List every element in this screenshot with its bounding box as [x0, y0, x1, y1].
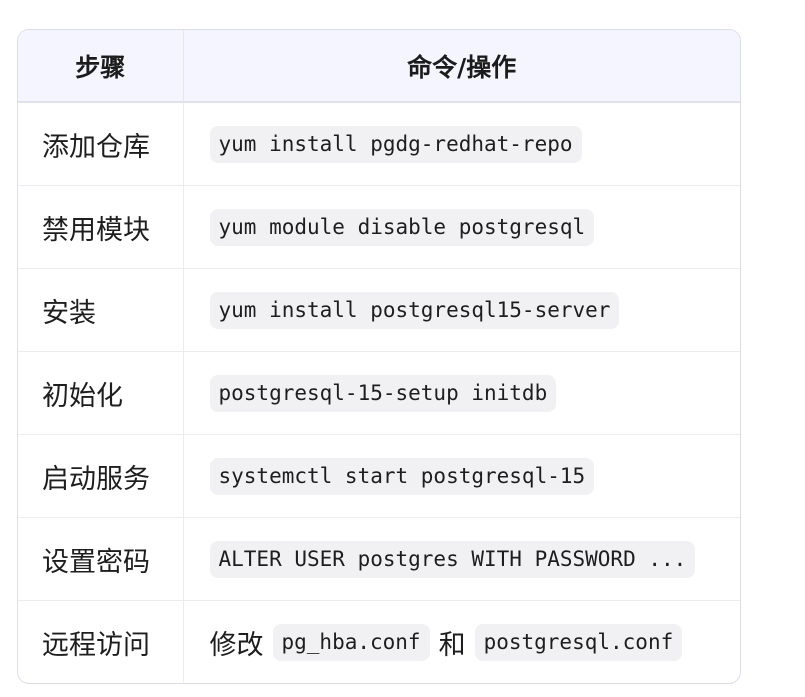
file-code-pg-hba: pg_hba.conf	[272, 623, 430, 661]
command-code: yum module disable postgresql	[209, 208, 595, 246]
table-row: 远程访问 修改 pg_hba.conf 和 postgresql.conf	[18, 600, 740, 683]
command-code: yum install postgresql15-server	[209, 291, 620, 329]
file-code-postgresql-conf: postgresql.conf	[474, 623, 683, 661]
table-row: 禁用模块 yum module disable postgresql	[18, 185, 740, 269]
table-row: 安装 yum install postgresql15-server	[18, 268, 740, 352]
step-cell: 禁用模块	[18, 185, 184, 269]
remote-access-instruction: 修改 pg_hba.conf 和 postgresql.conf	[210, 623, 683, 662]
table-row: 启动服务 systemctl start postgresql-15	[18, 434, 740, 518]
step-cell: 初始化	[18, 351, 184, 435]
command-code: postgresql-15-setup initdb	[209, 374, 557, 412]
step-cell: 启动服务	[18, 434, 184, 518]
steps-table-container: 步骤 命令/操作 添加仓库 yum install pgdg-redhat-re…	[17, 29, 741, 684]
step-cell: 设置密码	[18, 517, 184, 601]
command-cell: systemctl start postgresql-15	[183, 434, 740, 518]
command-cell: yum install pgdg-redhat-repo	[183, 102, 740, 186]
command-cell: 修改 pg_hba.conf 和 postgresql.conf	[183, 600, 740, 683]
step-cell: 安装	[18, 268, 184, 352]
header-command: 命令/操作	[183, 30, 740, 103]
command-code: ALTER USER postgres WITH PASSWORD ...	[209, 540, 696, 578]
header-step: 步骤	[18, 30, 184, 103]
command-code: yum install pgdg-redhat-repo	[209, 125, 582, 163]
step-cell: 添加仓库	[18, 102, 184, 186]
command-cell: yum module disable postgresql	[183, 185, 740, 269]
instruction-connector: 和	[438, 629, 466, 661]
table-row: 设置密码 ALTER USER postgres WITH PASSWORD .…	[18, 517, 740, 601]
table-header-row: 步骤 命令/操作	[18, 30, 740, 103]
step-cell: 远程访问	[18, 600, 184, 683]
steps-table: 步骤 命令/操作 添加仓库 yum install pgdg-redhat-re…	[18, 30, 740, 683]
command-cell: ALTER USER postgres WITH PASSWORD ...	[183, 517, 740, 601]
command-cell: postgresql-15-setup initdb	[183, 351, 740, 435]
table-row: 添加仓库 yum install pgdg-redhat-repo	[18, 102, 740, 186]
command-code: systemctl start postgresql-15	[209, 457, 595, 495]
command-cell: yum install postgresql15-server	[183, 268, 740, 352]
table-row: 初始化 postgresql-15-setup initdb	[18, 351, 740, 435]
instruction-prefix: 修改	[209, 629, 264, 661]
